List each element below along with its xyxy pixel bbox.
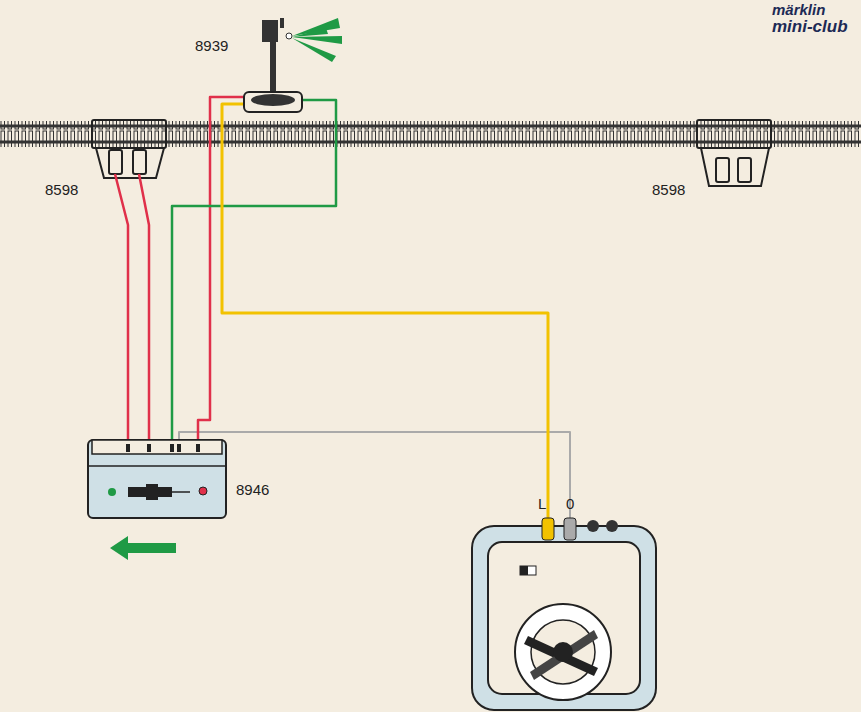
brand-line: mini-club xyxy=(772,18,848,37)
terminal-name: 0 xyxy=(566,496,574,513)
transformer xyxy=(472,518,656,710)
contact-track-right xyxy=(697,120,771,186)
contact-track-left xyxy=(92,120,166,178)
part-number: 8598 xyxy=(45,182,78,199)
signal xyxy=(244,18,342,112)
part-number: 8939 xyxy=(195,38,228,55)
relay xyxy=(88,440,226,560)
brand-name: märklin xyxy=(772,2,825,19)
terminal-name: L xyxy=(538,496,546,513)
part-number: 8598 xyxy=(652,182,685,199)
part-number: 8946 xyxy=(236,482,269,499)
track xyxy=(0,121,861,147)
